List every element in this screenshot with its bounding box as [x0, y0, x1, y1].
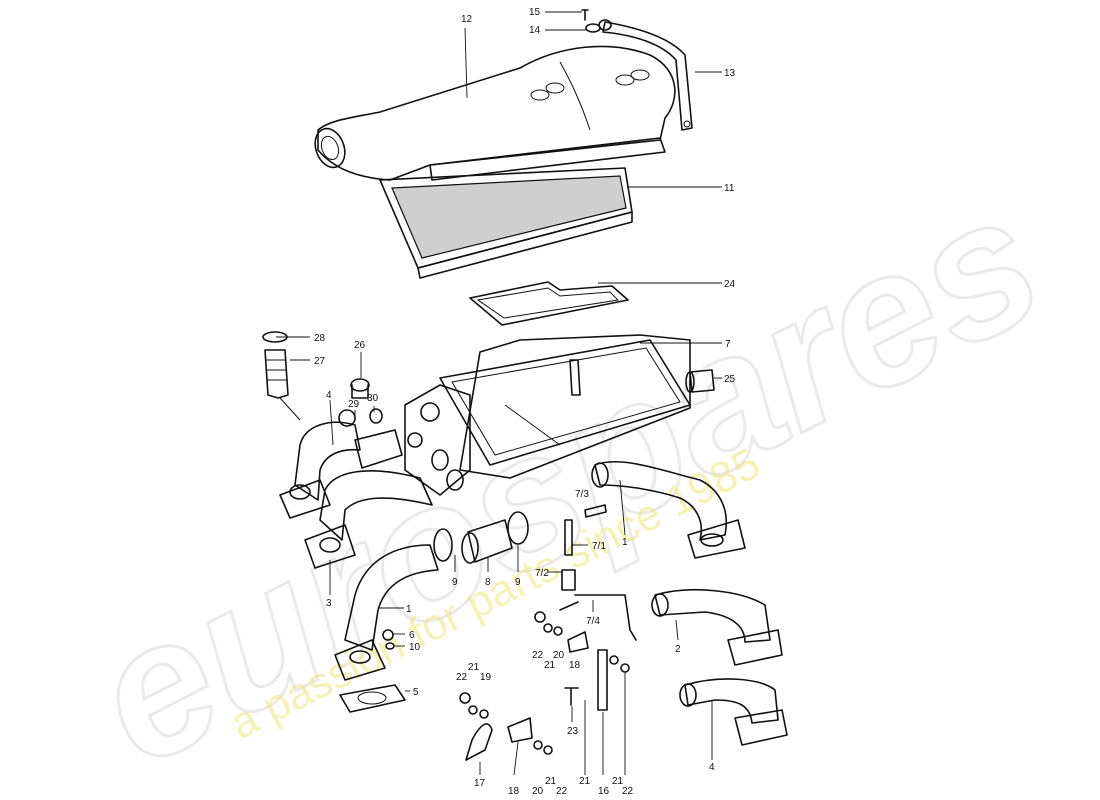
- callout-27: 27: [314, 356, 326, 367]
- part-5-gasket: [339, 684, 406, 713]
- callout-1-right: 1: [622, 537, 628, 548]
- callout-18-bottom: 18: [508, 786, 520, 797]
- callout-7-3: 7/3: [575, 489, 589, 500]
- callout-26: 26: [354, 340, 366, 351]
- part-3-pipe: [304, 470, 433, 569]
- part-1-pipe-lower: [334, 544, 439, 681]
- part-12-filter-cover: [314, 45, 676, 181]
- callout-4-upper: 4: [326, 390, 332, 401]
- watermark: eurospares a passion for parts since 198…: [61, 151, 1073, 800]
- callout-16: 16: [598, 786, 610, 797]
- callout-29: 29: [348, 399, 360, 410]
- callout-21-bottom: 21: [545, 776, 557, 787]
- callout-8: 8: [485, 577, 491, 588]
- callout-1-lower: 1: [406, 604, 412, 615]
- watermark-brand: eurospares: [62, 153, 1071, 800]
- callout-7-4: 7/4: [586, 616, 600, 627]
- part-11-filter-element: [379, 167, 633, 279]
- callout-24: 24: [724, 279, 736, 290]
- callout-18-mid: 18: [569, 660, 581, 671]
- callout-7-2: 7/2: [535, 568, 549, 579]
- callout-20-bottom: 20: [532, 786, 544, 797]
- part-27-28-valve: [262, 331, 301, 421]
- callout-21-bottom-2: 21: [579, 776, 591, 787]
- callout-9-left: 9: [452, 577, 458, 588]
- callout-22-bottom-2: 22: [622, 786, 634, 797]
- callout-10: 10: [409, 642, 421, 653]
- callout-23: 23: [567, 726, 579, 737]
- callout-17: 17: [474, 778, 486, 789]
- callout-9-right: 9: [515, 577, 521, 588]
- callout-14: 14: [529, 25, 541, 36]
- callout-22-bottom: 22: [556, 786, 568, 797]
- callout-28: 28: [314, 333, 326, 344]
- part-4-pipe-upper: [279, 421, 403, 519]
- callout-21-left: 21: [468, 662, 480, 673]
- callout-5: 5: [413, 687, 419, 698]
- callout-labels: 12 15 14 13 11 24 28 27 26 7 25 4 29 30 …: [314, 7, 736, 797]
- part-2-pipe: [651, 589, 783, 666]
- callout-30: 30: [367, 393, 379, 404]
- callout-12: 12: [461, 14, 473, 25]
- callout-13: 13: [724, 68, 736, 79]
- part-1-pipe-right: [591, 460, 746, 559]
- callout-11: 11: [724, 183, 735, 194]
- callout-21-bottom-3: 21: [612, 776, 624, 787]
- callout-7: 7: [725, 339, 731, 350]
- callout-22-left: 22: [456, 672, 468, 683]
- part-7-bracket-assembly: [559, 504, 637, 641]
- part-4-pipe-lower: [679, 678, 788, 746]
- callout-7-1: 7/1: [592, 541, 606, 552]
- part-13-strap: [602, 21, 693, 131]
- callout-20-mid: 20: [553, 650, 565, 661]
- part-14-15-screw: [581, 9, 612, 33]
- leader-lines: [276, 11, 722, 776]
- part-8-9-clamps-sleeve: [433, 511, 529, 564]
- part-24-gasket: [469, 281, 629, 326]
- callout-6: 6: [409, 630, 415, 641]
- callout-22-mid: 22: [532, 650, 544, 661]
- callout-19: 19: [480, 672, 492, 683]
- part-25-sleeve: [685, 369, 715, 393]
- callout-21-mid: 21: [544, 660, 556, 671]
- callout-4-lower: 4: [709, 762, 715, 773]
- callout-3: 3: [326, 598, 332, 609]
- callout-25: 25: [724, 374, 736, 385]
- callout-2: 2: [675, 644, 681, 655]
- callout-15: 15: [529, 7, 541, 18]
